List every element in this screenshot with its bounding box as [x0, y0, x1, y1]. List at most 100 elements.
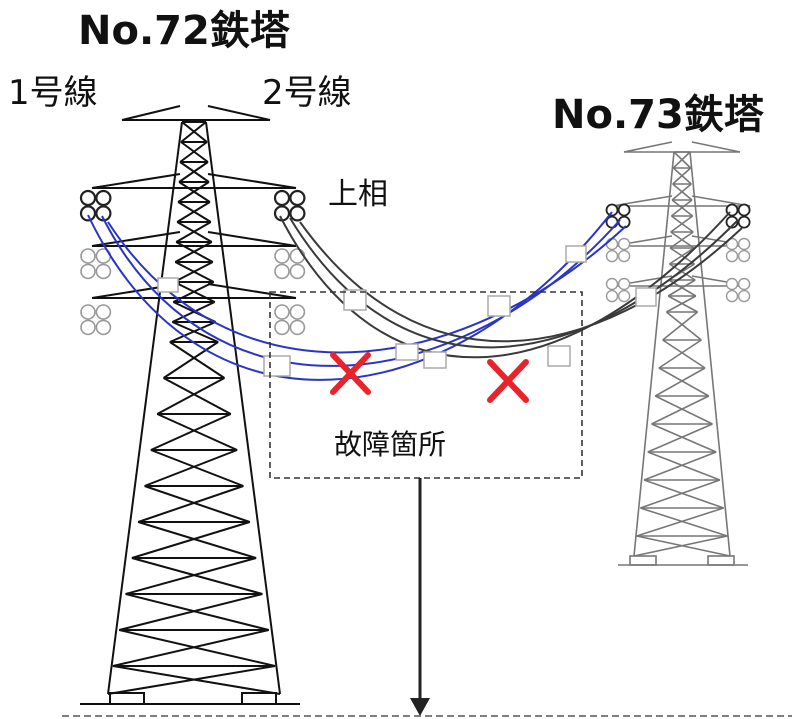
tower-72-title: No.72鉄塔: [78, 8, 291, 54]
insulator-icon: [617, 237, 631, 251]
tower-brace: [163, 341, 219, 379]
tower-brace: [171, 301, 216, 323]
tower-brace: [119, 593, 263, 631]
tower-leg: [205, 121, 281, 695]
tower-brace: [666, 295, 697, 313]
tower-brace: [654, 395, 713, 425]
tower-brace: [131, 521, 251, 559]
tower-brace: [125, 557, 257, 595]
insulator-icon: [79, 189, 97, 207]
tower-brace: [667, 295, 698, 313]
tower-brace: [163, 377, 232, 415]
tower-brace: [177, 181, 210, 203]
insulator-icon: [617, 289, 631, 303]
tower-brace: [169, 321, 217, 343]
tower-brace: [667, 279, 696, 297]
insulator-icon: [617, 249, 631, 263]
tower-crossarm-brace: [207, 105, 271, 121]
tower-brace: [179, 141, 208, 163]
insulator-icon: [605, 249, 619, 263]
tower-brace: [643, 479, 724, 509]
tower-73: [611, 141, 751, 566]
tower-brace: [643, 451, 717, 481]
tower-crossarm-brace: [207, 283, 297, 299]
insulator-icon: [605, 289, 619, 303]
tower-brace: [636, 507, 724, 537]
tower-brace: [156, 413, 238, 451]
insulator-icon: [95, 319, 112, 336]
tower-brace: [672, 167, 692, 185]
tower-brace: [175, 221, 212, 243]
tower-brace: [669, 247, 695, 265]
insulator-icon: [737, 237, 751, 251]
tower-brace: [647, 423, 713, 453]
tower-73-body: [611, 141, 751, 557]
tower-brace: [180, 121, 207, 143]
tower-crossarm-brace: [91, 173, 181, 189]
tower-crossarm-brace: [691, 141, 741, 153]
tower-brace: [640, 479, 721, 509]
insulator-icon: [605, 237, 619, 251]
line-2-conductor: [289, 217, 739, 349]
insulator-icon: [737, 215, 751, 229]
insulator-icon: [289, 205, 306, 222]
tower-brace: [169, 341, 225, 379]
tower-brace: [178, 161, 209, 183]
insulator-icon: [274, 248, 290, 264]
fault-area-box: [269, 291, 583, 479]
upper-phase-label: 上相: [328, 177, 388, 212]
insulator-icon: [737, 203, 751, 217]
tower-brace: [156, 377, 225, 415]
tower-brace: [665, 311, 702, 341]
insulator-icon: [95, 189, 112, 207]
tower-brace: [658, 367, 710, 397]
spacer: [423, 351, 447, 369]
insulator-icon: [725, 289, 739, 303]
insulator-icon: [605, 203, 619, 217]
spacer: [263, 355, 291, 377]
tower-brace: [131, 557, 263, 595]
insulator-icon: [725, 277, 739, 291]
spacer: [487, 295, 511, 317]
insulator-icon: [289, 189, 306, 207]
tower-leg: [689, 151, 731, 557]
spacer: [635, 287, 657, 307]
insulator-icon: [737, 277, 751, 291]
tower-72-base: [80, 692, 300, 705]
insulator-icon: [80, 304, 96, 320]
tower-brace: [662, 311, 699, 341]
tower-73-base: [618, 555, 748, 566]
tower-leg: [107, 121, 183, 695]
spacer: [565, 245, 587, 263]
tower-brace: [662, 339, 706, 369]
line-2-label: 2号線: [262, 73, 352, 113]
tower-brace: [150, 413, 232, 451]
line-1-conductor: [87, 211, 613, 381]
line-2-conductor: [299, 221, 743, 343]
tower-crossarm-brace: [91, 231, 181, 247]
insulator-icon: [605, 277, 619, 291]
tower-brace: [150, 449, 244, 487]
tower-crossarm-brace: [207, 231, 297, 247]
tower-brace: [112, 629, 269, 667]
spacer: [547, 345, 571, 367]
tower-brace: [670, 215, 694, 233]
tower-brace: [119, 629, 276, 667]
tower-brace: [672, 151, 691, 169]
fault-mark: [330, 352, 371, 395]
tower-crossarm-brace: [691, 195, 751, 207]
insulator-icon: [725, 237, 739, 251]
tower-brace: [651, 423, 717, 453]
tower-brace: [670, 199, 693, 217]
insulator-icon: [95, 263, 112, 280]
tower-72-body: [91, 105, 297, 695]
tower-brace: [640, 507, 728, 537]
tower-leg: [633, 151, 675, 557]
tower-brace: [671, 183, 692, 201]
tower-72: [80, 105, 300, 705]
tower-brace: [137, 485, 244, 523]
insulator-icon: [289, 319, 306, 336]
tower-brace: [633, 535, 728, 557]
tower-crossarm-brace: [623, 141, 673, 153]
insulator-icon: [289, 304, 306, 320]
